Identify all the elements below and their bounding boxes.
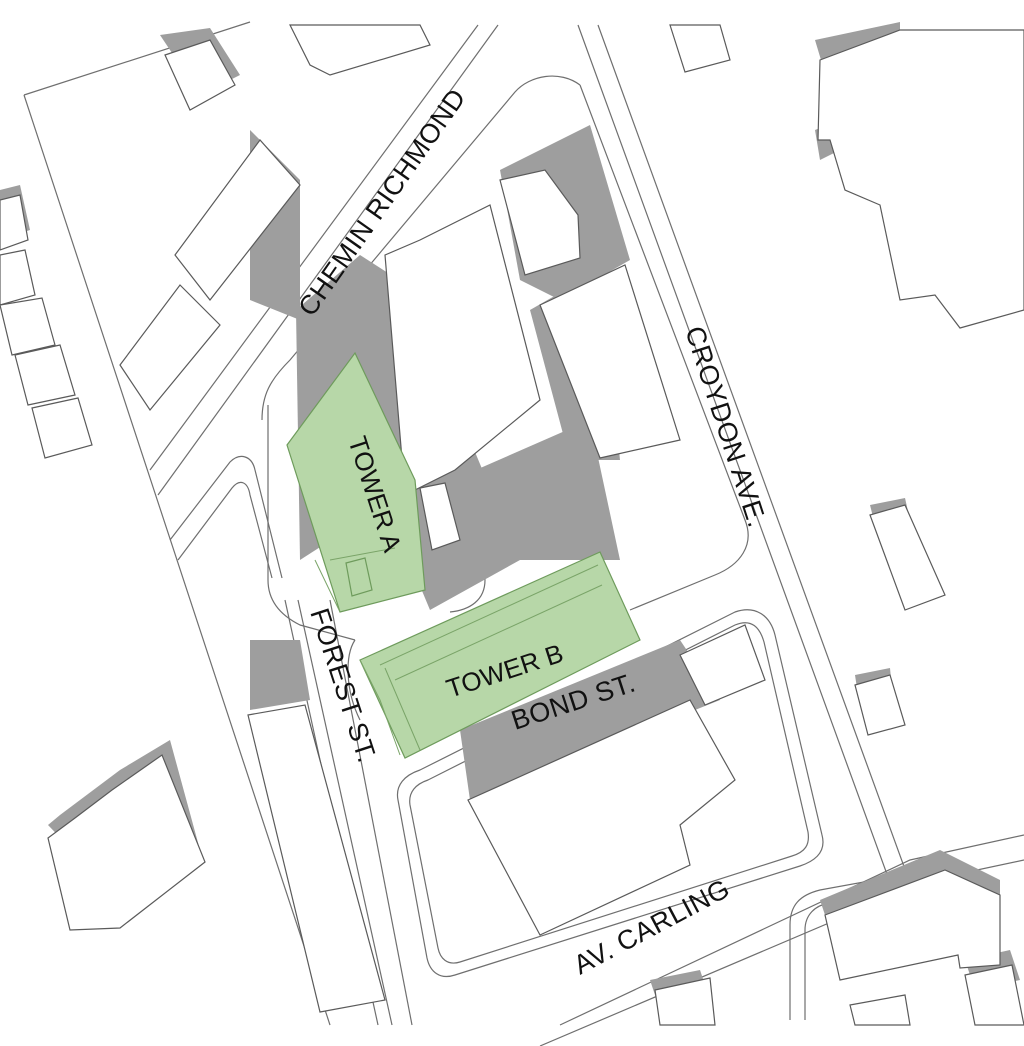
building [824,869,1001,981]
building [119,284,221,412]
building [289,24,431,76]
tower-b[interactable] [359,551,641,759]
building [849,994,911,1026]
building [0,194,29,251]
building [14,344,76,406]
building [31,397,93,459]
tower-a[interactable] [286,351,426,613]
building [174,139,301,301]
building [164,39,236,111]
building [0,297,56,356]
street-label-croydon-ave: CROYDON AVE. [679,323,772,532]
building [419,482,461,551]
building [47,754,206,931]
buildings [0,24,1024,1026]
building [0,249,36,306]
building [499,169,581,276]
building [817,29,1024,329]
building [964,964,1024,1026]
building [679,624,766,706]
building [539,264,681,459]
building [654,977,716,1026]
building [467,699,736,936]
building [869,504,946,611]
building [247,704,386,1013]
building [669,24,731,73]
building [854,674,906,736]
